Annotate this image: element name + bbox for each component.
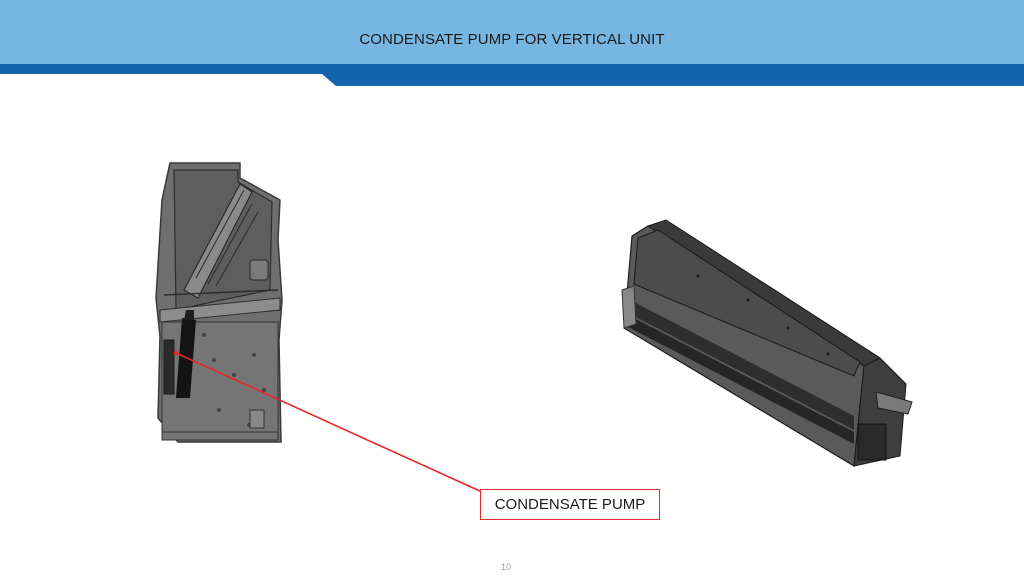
vertical-unit-figure [155, 162, 283, 443]
slide-title: CONDENSATE PUMP FOR VERTICAL UNIT [359, 31, 665, 48]
header-stripe [0, 64, 1024, 86]
condensate-pump-callout: CONDENSATE PUMP [480, 489, 660, 520]
horizontal-unit-figure [621, 219, 913, 468]
header-band [0, 0, 1024, 66]
page-number: 10 [500, 562, 511, 572]
